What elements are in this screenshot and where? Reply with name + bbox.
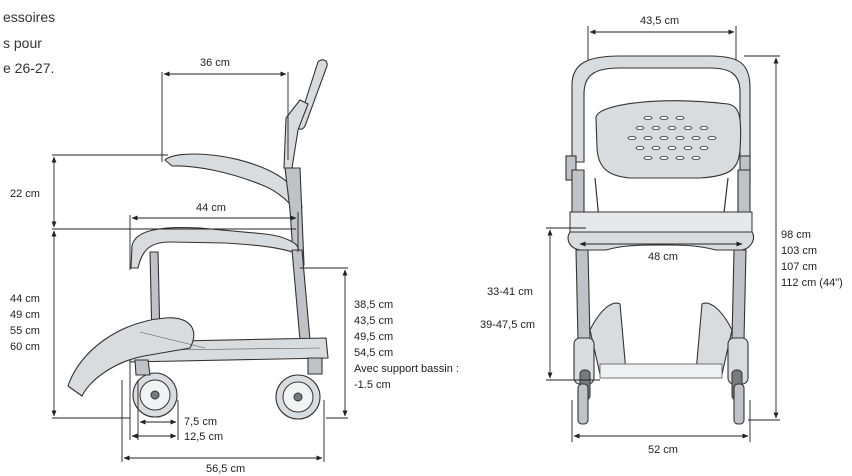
front-seat — [567, 231, 755, 251]
front-height-3: 107 cm — [781, 261, 817, 273]
pan-right — [695, 302, 733, 375]
intro-line-3: e 26-27. — [3, 60, 54, 76]
front-wheel — [132, 372, 178, 418]
backrest-panel — [595, 100, 742, 179]
base-width-label: 52 cm — [648, 444, 678, 456]
side-view-chair — [67, 59, 329, 420]
front-view-chair — [565, 55, 755, 425]
pan-range-1: 33-41 cm — [487, 286, 533, 298]
rear-leg — [291, 249, 311, 341]
intro-line-1: essoires — [3, 9, 55, 25]
commode-label: Avec support bassin : — [354, 363, 459, 375]
wheel-offset-2: 12,5 cm — [184, 431, 223, 443]
wheel-offset-1: 7,5 cm — [184, 416, 217, 428]
armrest — [164, 153, 303, 215]
front-dimensions: 43,5 cm 48 cm 98 cm 103 cm 107 cm 112 cm… — [480, 15, 843, 456]
push-handle — [283, 99, 309, 169]
total-length-label: 56,5 cm — [206, 463, 245, 475]
backrest-holes — [627, 116, 717, 160]
rear-wheel — [275, 374, 321, 420]
intro-text: essoires s pour e 26-27. — [3, 9, 55, 76]
commode-value: -1.5 cm — [354, 379, 391, 391]
seat-height-4: 60 cm — [10, 341, 40, 353]
front-casters — [573, 337, 749, 425]
armrest-height-label: 22 cm — [10, 188, 40, 200]
front-height-1: 98 cm — [781, 229, 811, 241]
seat-height-1: 44 cm — [10, 293, 40, 305]
frame-height-2: 43,5 cm — [354, 315, 393, 327]
backrest-width-label: 36 cm — [200, 57, 230, 69]
top-width-label: 43,5 cm — [640, 15, 679, 27]
seat-depth-label: 44 cm — [196, 202, 226, 214]
pan-left — [589, 302, 627, 375]
frame-height-1: 38,5 cm — [354, 299, 393, 311]
frame-height-4: 54,5 cm — [354, 347, 393, 359]
front-height-4: 112 cm (44") — [781, 277, 843, 289]
frame-height-3: 49,5 cm — [354, 331, 393, 343]
side-dimensions: 36 cm 44 cm 22 cm 44 cm 49 cm 55 cm 60 c… — [10, 57, 459, 475]
seat-width-label: 48 cm — [648, 251, 678, 263]
intro-line-2: s pour — [3, 35, 42, 51]
seat-height-3: 55 cm — [10, 325, 40, 337]
pan-range-2: 39-47,5 cm — [480, 319, 535, 331]
seat-height-2: 49 cm — [10, 309, 40, 321]
front-height-2: 103 cm — [781, 245, 817, 257]
